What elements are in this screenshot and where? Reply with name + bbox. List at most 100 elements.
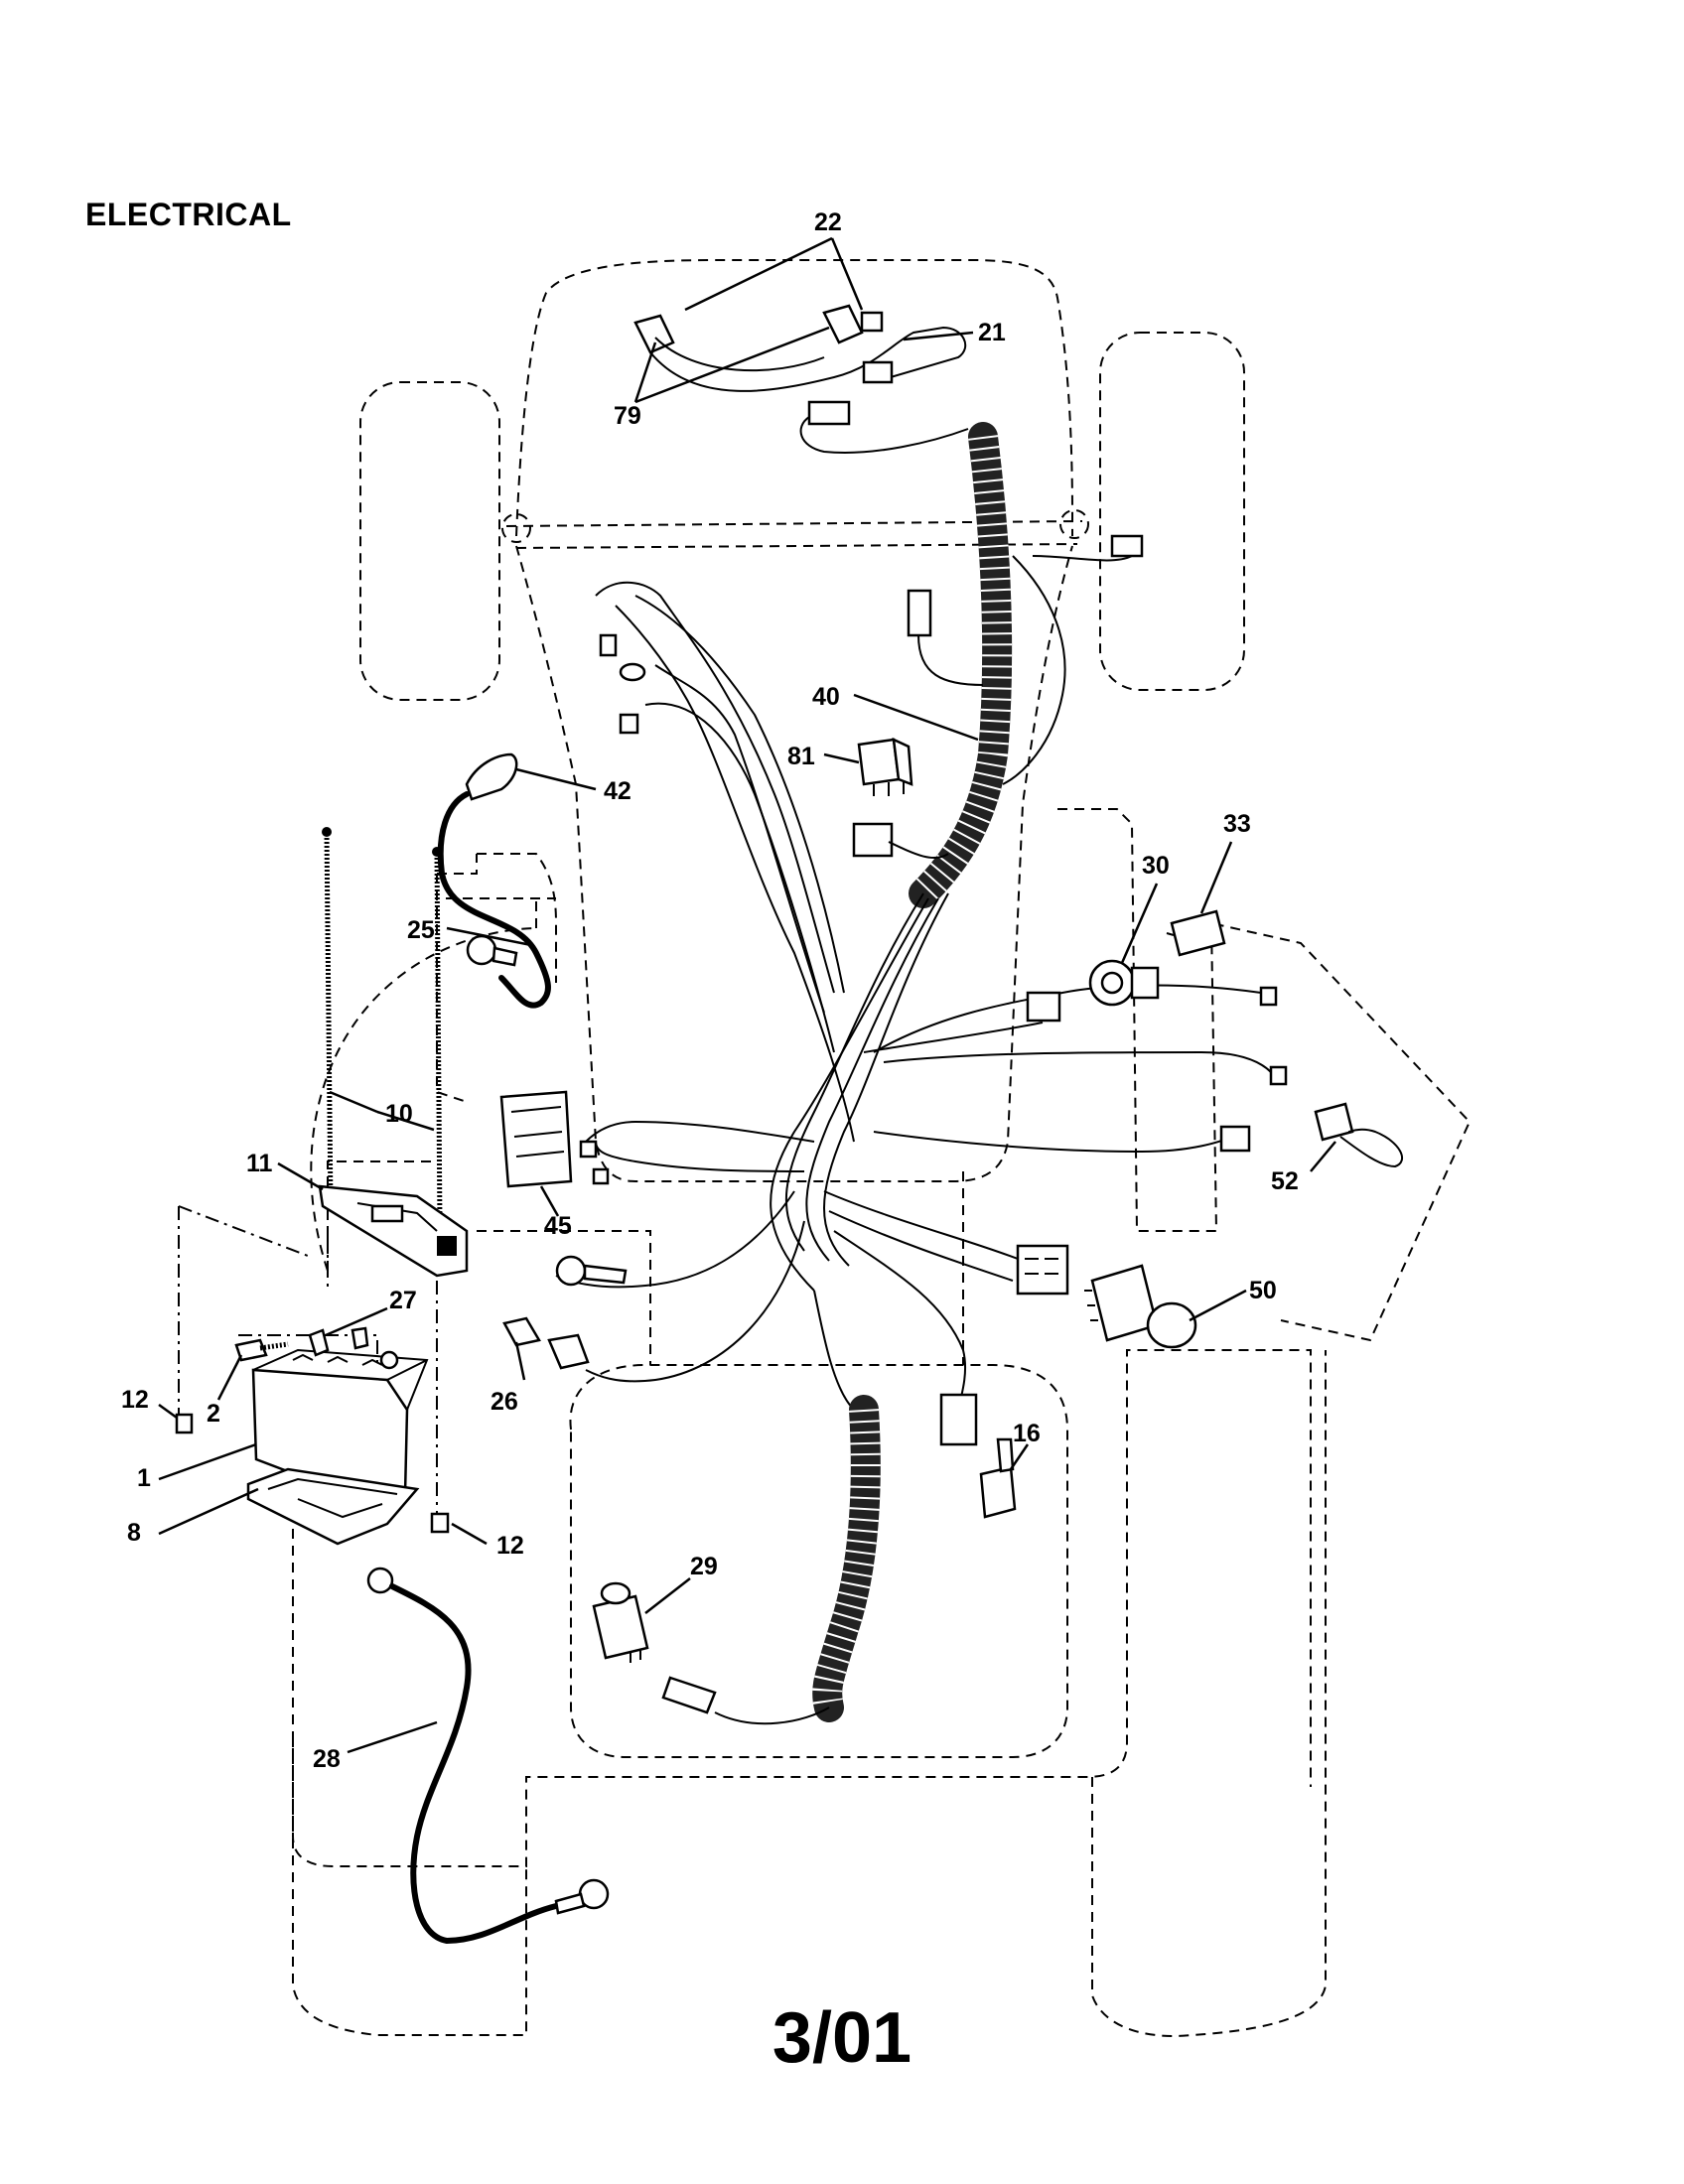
- module-45-body: [499, 1090, 573, 1188]
- nut-12-left: [175, 1413, 194, 1434]
- guide-left-top: [178, 1205, 309, 1257]
- to-switch-30: [873, 984, 1262, 1053]
- rear-frame: [477, 1171, 964, 1365]
- leader-25: [446, 926, 532, 947]
- cable-42-boot: [465, 752, 518, 801]
- right-connector: [1110, 534, 1144, 558]
- switch-50: [1084, 1264, 1197, 1349]
- left-strand-e: [644, 702, 835, 1053]
- callout-1: 1: [137, 1464, 151, 1492]
- ground-ring-stem: [583, 1264, 628, 1285]
- callout-42: 42: [604, 777, 632, 805]
- to-6pin-a: [823, 1190, 1024, 1262]
- leader-40: [853, 693, 979, 742]
- switch-33: [1166, 909, 1226, 957]
- callout-2: 2: [207, 1400, 220, 1428]
- bracket-end: [437, 1236, 457, 1256]
- left-strand-a: [595, 581, 835, 994]
- lamp-52-socket: [1314, 1102, 1354, 1142]
- lower-harness-wire: [813, 1290, 855, 1411]
- callout-30: 30: [1142, 852, 1170, 880]
- callout-10: 10: [385, 1100, 413, 1128]
- to-6pin-b: [828, 1210, 1014, 1282]
- connector-16: [979, 1437, 1017, 1519]
- to-ignition: [863, 1022, 1044, 1053]
- headlight-wire-2: [654, 337, 825, 372]
- leader-10: [329, 1090, 435, 1132]
- conduit-40-ribs: [912, 435, 1013, 904]
- leader-26: [514, 1341, 526, 1381]
- callout-12-right: 12: [496, 1532, 524, 1560]
- cable-25-ring: [466, 934, 497, 966]
- lamp-52-cord: [1339, 1128, 1404, 1168]
- callout-33: 33: [1223, 810, 1251, 838]
- seat-switch-wire: [917, 634, 984, 686]
- switch-29-plunger: [600, 1581, 632, 1605]
- left-terminal-1: [599, 633, 618, 657]
- console-bracket: [436, 854, 556, 899]
- bundle-strand-1: [784, 892, 924, 1252]
- leader-16: [1009, 1443, 1030, 1470]
- right-connector-2: [1219, 1125, 1251, 1153]
- callout-27: 27: [389, 1287, 417, 1314]
- cable-28-ring-top: [366, 1567, 394, 1594]
- to-45-b: [585, 1120, 815, 1143]
- ignition-switch-30: [1088, 959, 1160, 1007]
- callout-81: 81: [787, 743, 815, 770]
- callout-79: 79: [614, 402, 641, 430]
- terminal-right-2: [1269, 1065, 1288, 1086]
- battery-top: [252, 1348, 429, 1411]
- to-terminal-right: [883, 1050, 1272, 1073]
- front-left-wheel: [359, 381, 500, 701]
- hold-down-assembly: [318, 827, 469, 1278]
- callout-28: 28: [313, 1745, 341, 1773]
- diagram-title: ELECTRICAL: [85, 197, 292, 232]
- switch-33-tab: [1166, 932, 1175, 936]
- callout-50: 50: [1249, 1277, 1277, 1304]
- callout-22: 22: [814, 208, 842, 236]
- cable-28: [389, 1583, 559, 1945]
- callout-45: 45: [544, 1212, 572, 1240]
- battery-caps: [292, 1353, 383, 1366]
- leader-12b: [451, 1522, 488, 1546]
- callout-52: 52: [1271, 1167, 1299, 1195]
- connector-16-body: [979, 1465, 1017, 1519]
- relay-81: [857, 737, 913, 796]
- hold-down-bracket-11: [318, 1184, 469, 1278]
- ground-ring-terminal: [555, 1255, 587, 1287]
- leader-33: [1199, 841, 1233, 914]
- left-strand-d: [654, 664, 825, 1014]
- washer-27a: [308, 1328, 330, 1357]
- harness-wire-bundle: [502, 581, 1288, 1446]
- cable-25-ring-stem: [491, 946, 518, 967]
- conduit-lower: [812, 1395, 881, 1722]
- module-45-detail: [510, 1106, 565, 1158]
- seat-outline: [569, 1364, 1068, 1758]
- fuse-plug: [547, 1333, 590, 1370]
- leader-22: [684, 236, 864, 312]
- switch-33-body: [1170, 909, 1226, 957]
- switch-29: [592, 1581, 649, 1663]
- left-strand-c: [634, 595, 845, 994]
- headlight-socket: [860, 311, 884, 333]
- nut-27b: [351, 1326, 369, 1350]
- callout-16: 16: [1013, 1420, 1041, 1447]
- left-terminal-2: [619, 713, 639, 735]
- switch-29-body: [592, 1594, 649, 1660]
- callout-12-left: 12: [121, 1386, 149, 1414]
- headlight-right: [822, 304, 864, 344]
- hold-down-rod-1: [324, 833, 334, 1207]
- hold-down-rod-2: [434, 853, 443, 1227]
- bundle-strand-2: [805, 897, 939, 1262]
- module-45-pin-2: [592, 1167, 610, 1185]
- to-45: [595, 1141, 805, 1172]
- front-right-wheel: [1099, 332, 1245, 691]
- lower-to-plug: [714, 1706, 830, 1725]
- cable-28-ring-stem: [554, 1892, 586, 1915]
- seat-switch-plug: [907, 589, 932, 637]
- bracket-slot: [370, 1204, 404, 1223]
- leader-50: [1189, 1289, 1247, 1322]
- module-45: [499, 1090, 610, 1188]
- leader-29: [644, 1577, 691, 1614]
- nut-12-right: [430, 1512, 450, 1534]
